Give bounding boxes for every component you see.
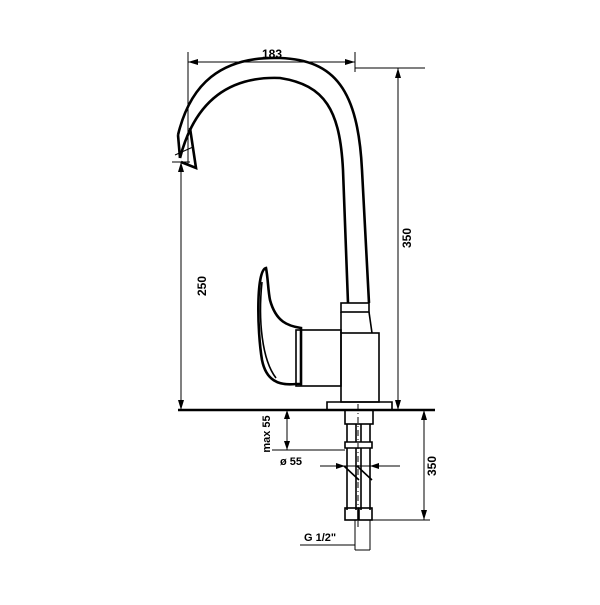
dimension-label-350: 350 [400,228,414,248]
dimension-label-hose-350: 350 [425,456,439,476]
extension-lines [172,52,430,551]
dimension-label-183: 183 [262,47,282,61]
dimension-width-183: 183 [188,47,355,65]
dimension-label-diameter-55: ø 55 [280,456,302,468]
faucet-body [340,302,380,403]
dimension-label-thread: G 1/2" [304,532,336,544]
dimension-diameter-55: ø 55 [280,456,385,469]
dimension-hose-350: 350 [421,410,439,520]
dimension-max-55: max 55 [261,410,290,453]
hose-connectors [343,409,374,521]
dimension-height-350: 350 [395,68,414,410]
spout [174,56,371,304]
thread-label-group: G 1/2" [300,532,355,546]
dimension-height-250: 250 [178,162,209,410]
lever-handle [257,266,342,387]
dimension-label-250: 250 [195,276,209,296]
dimension-label-max-55: max 55 [261,415,273,452]
